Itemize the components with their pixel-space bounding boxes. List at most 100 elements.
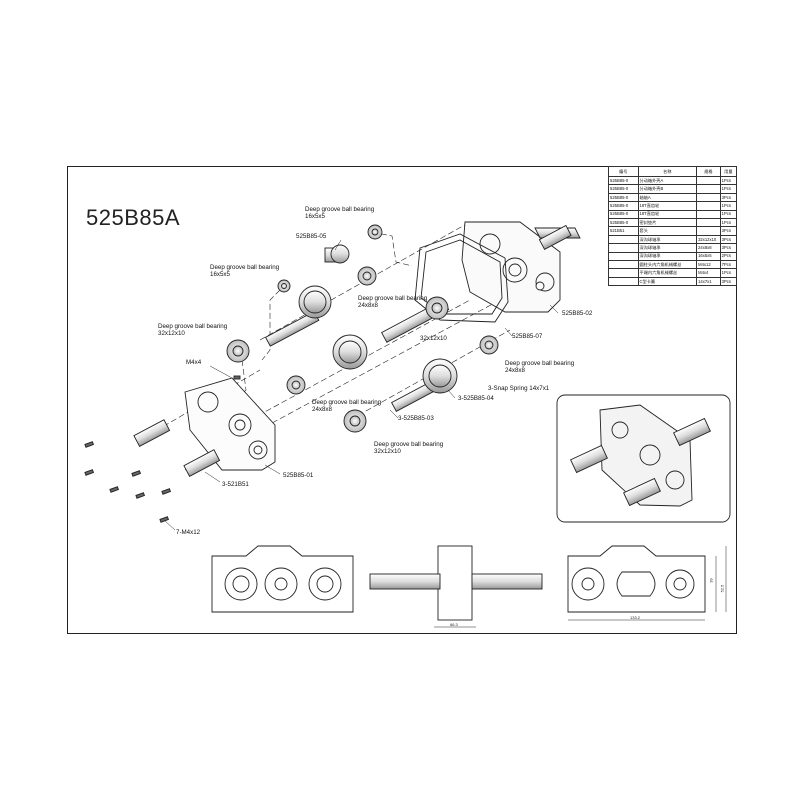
bom-cell-name: 深沟球轴承 — [637, 251, 698, 261]
label-screw-m4x4: M4x4 — [186, 359, 202, 366]
drawing-frame — [67, 166, 737, 634]
bom-cell-qty: 3Pcs — [719, 226, 738, 236]
bom-cell-code: 521B51 — [608, 226, 639, 236]
assembled-view-inset — [556, 394, 731, 523]
bom-cell-qty: 1Pcs — [719, 184, 738, 194]
bom-cell-qty: 3Pcs — [719, 276, 738, 287]
label-part-04: 3-525B85-04 — [458, 395, 494, 402]
bom-cell-code: 525B85-0 — [608, 201, 639, 211]
gear-shaft-top — [264, 285, 332, 347]
rear-view — [567, 545, 727, 621]
screws-m4x12 — [84, 441, 172, 523]
bom-cell-name: 分动箱外壳B — [637, 184, 698, 194]
housing-b — [461, 221, 581, 313]
dimension-side-width: 66.3 — [450, 622, 458, 627]
gear-shaft-bottom — [391, 358, 458, 412]
coupler-top-right — [538, 224, 572, 250]
housing-a — [184, 377, 276, 471]
bom-cell-spec — [696, 175, 721, 186]
bom-cell-qty: 1Pcs — [719, 201, 738, 211]
dimension-bottom-width: 133.2 — [630, 615, 641, 620]
bom-cell-qty: 7Pcs — [719, 259, 738, 270]
bom-header-spec: 规格 — [696, 166, 721, 177]
bom-cell-spec: 32x12x10 — [696, 234, 721, 245]
bom-cell-code — [608, 259, 639, 270]
bom-cell-qty: 3Pcs — [719, 243, 738, 253]
bearing-32x12x10-lower — [343, 409, 367, 433]
bom-cell-qty: 3Pcs — [719, 234, 738, 245]
bom-cell-code — [608, 243, 639, 253]
bearing-16x5x5-top — [367, 224, 383, 240]
bom-cell-qty: 1Pcs — [719, 217, 738, 228]
bearing-24x8x8-lower — [286, 375, 306, 395]
bom-cell-spec — [696, 201, 721, 211]
bom-cell-qty: 3Pcs — [719, 192, 738, 203]
bom-cell-code: 525B85-0 — [608, 175, 639, 186]
bom-cell-name: 套头 — [637, 226, 698, 236]
side-view — [369, 545, 543, 628]
label-bearing-32x12x10-center: 32x12x10 — [420, 335, 447, 342]
set-screw-m4x4 — [233, 375, 241, 380]
label-snap-spring: 3-Snap Spring 14x7x1 — [488, 385, 550, 392]
bearing-16x5x5-left — [277, 279, 291, 293]
bom-cell-name: 分动箱外壳A — [637, 175, 698, 186]
bom-cell-spec: 16x5x5 — [696, 251, 721, 261]
bom-cell-spec: M4x12 — [696, 259, 721, 270]
bom-cell-name: 18T直齿轮 — [637, 201, 698, 211]
bom-header-name: 名称 — [637, 166, 698, 177]
bom-cell-spec: 24x8x8 — [696, 243, 721, 253]
bom-cell-spec — [696, 226, 721, 236]
bom-cell-code: 525B85-0 — [608, 184, 639, 194]
label-part-01: 525B85-01 — [283, 472, 314, 479]
label-part-07: 525B85-07 — [512, 333, 543, 340]
label-part-02: 525B85-02 — [562, 310, 593, 317]
bom-cell-spec — [696, 184, 721, 194]
label-part-521b51: 3-521B51 — [222, 481, 249, 488]
bom-cell-name: 18T直齿轮 — [637, 209, 698, 219]
bom-cell-spec — [696, 217, 721, 228]
bom-cell-qty: 1Pcs — [719, 209, 738, 219]
bom-cell-name: 深沟球轴承 — [637, 243, 698, 253]
bearing-32x12x10-center — [425, 296, 449, 320]
bom-header-code: 编号 — [608, 166, 639, 177]
bom-cell-name: 轴轴A — [637, 192, 698, 203]
bom-cell-spec: 14x7x1 — [696, 276, 721, 287]
bom-cell-qty: 1Pcs — [719, 268, 738, 278]
bom-cell-qty: 1Pcs — [719, 175, 738, 186]
bom-cell-spec — [696, 192, 721, 203]
front-view — [211, 545, 354, 613]
bom-cell-code — [608, 251, 639, 261]
bom-cell-code — [608, 268, 639, 278]
bom-cell-name: 深沟球轴承 — [637, 234, 698, 245]
bom-cell-name: C型卡簧 — [637, 276, 698, 287]
coupler-lower — [183, 449, 221, 477]
bearing-24x8x8-mid — [357, 266, 377, 286]
label-part-03: 3-525B85-03 — [398, 415, 434, 422]
label-screws-m4x12: 7-M4x12 — [176, 529, 201, 536]
bom-cell-code: 525B85-0 — [608, 192, 639, 203]
bearing-24x8x8-right — [479, 335, 499, 355]
bom-cell-spec — [696, 209, 721, 219]
bearing-32x12x10-left — [226, 339, 250, 363]
bom-header-row: 编号 名称 规格 用量 — [608, 166, 738, 177]
coupler-left — [133, 419, 171, 447]
